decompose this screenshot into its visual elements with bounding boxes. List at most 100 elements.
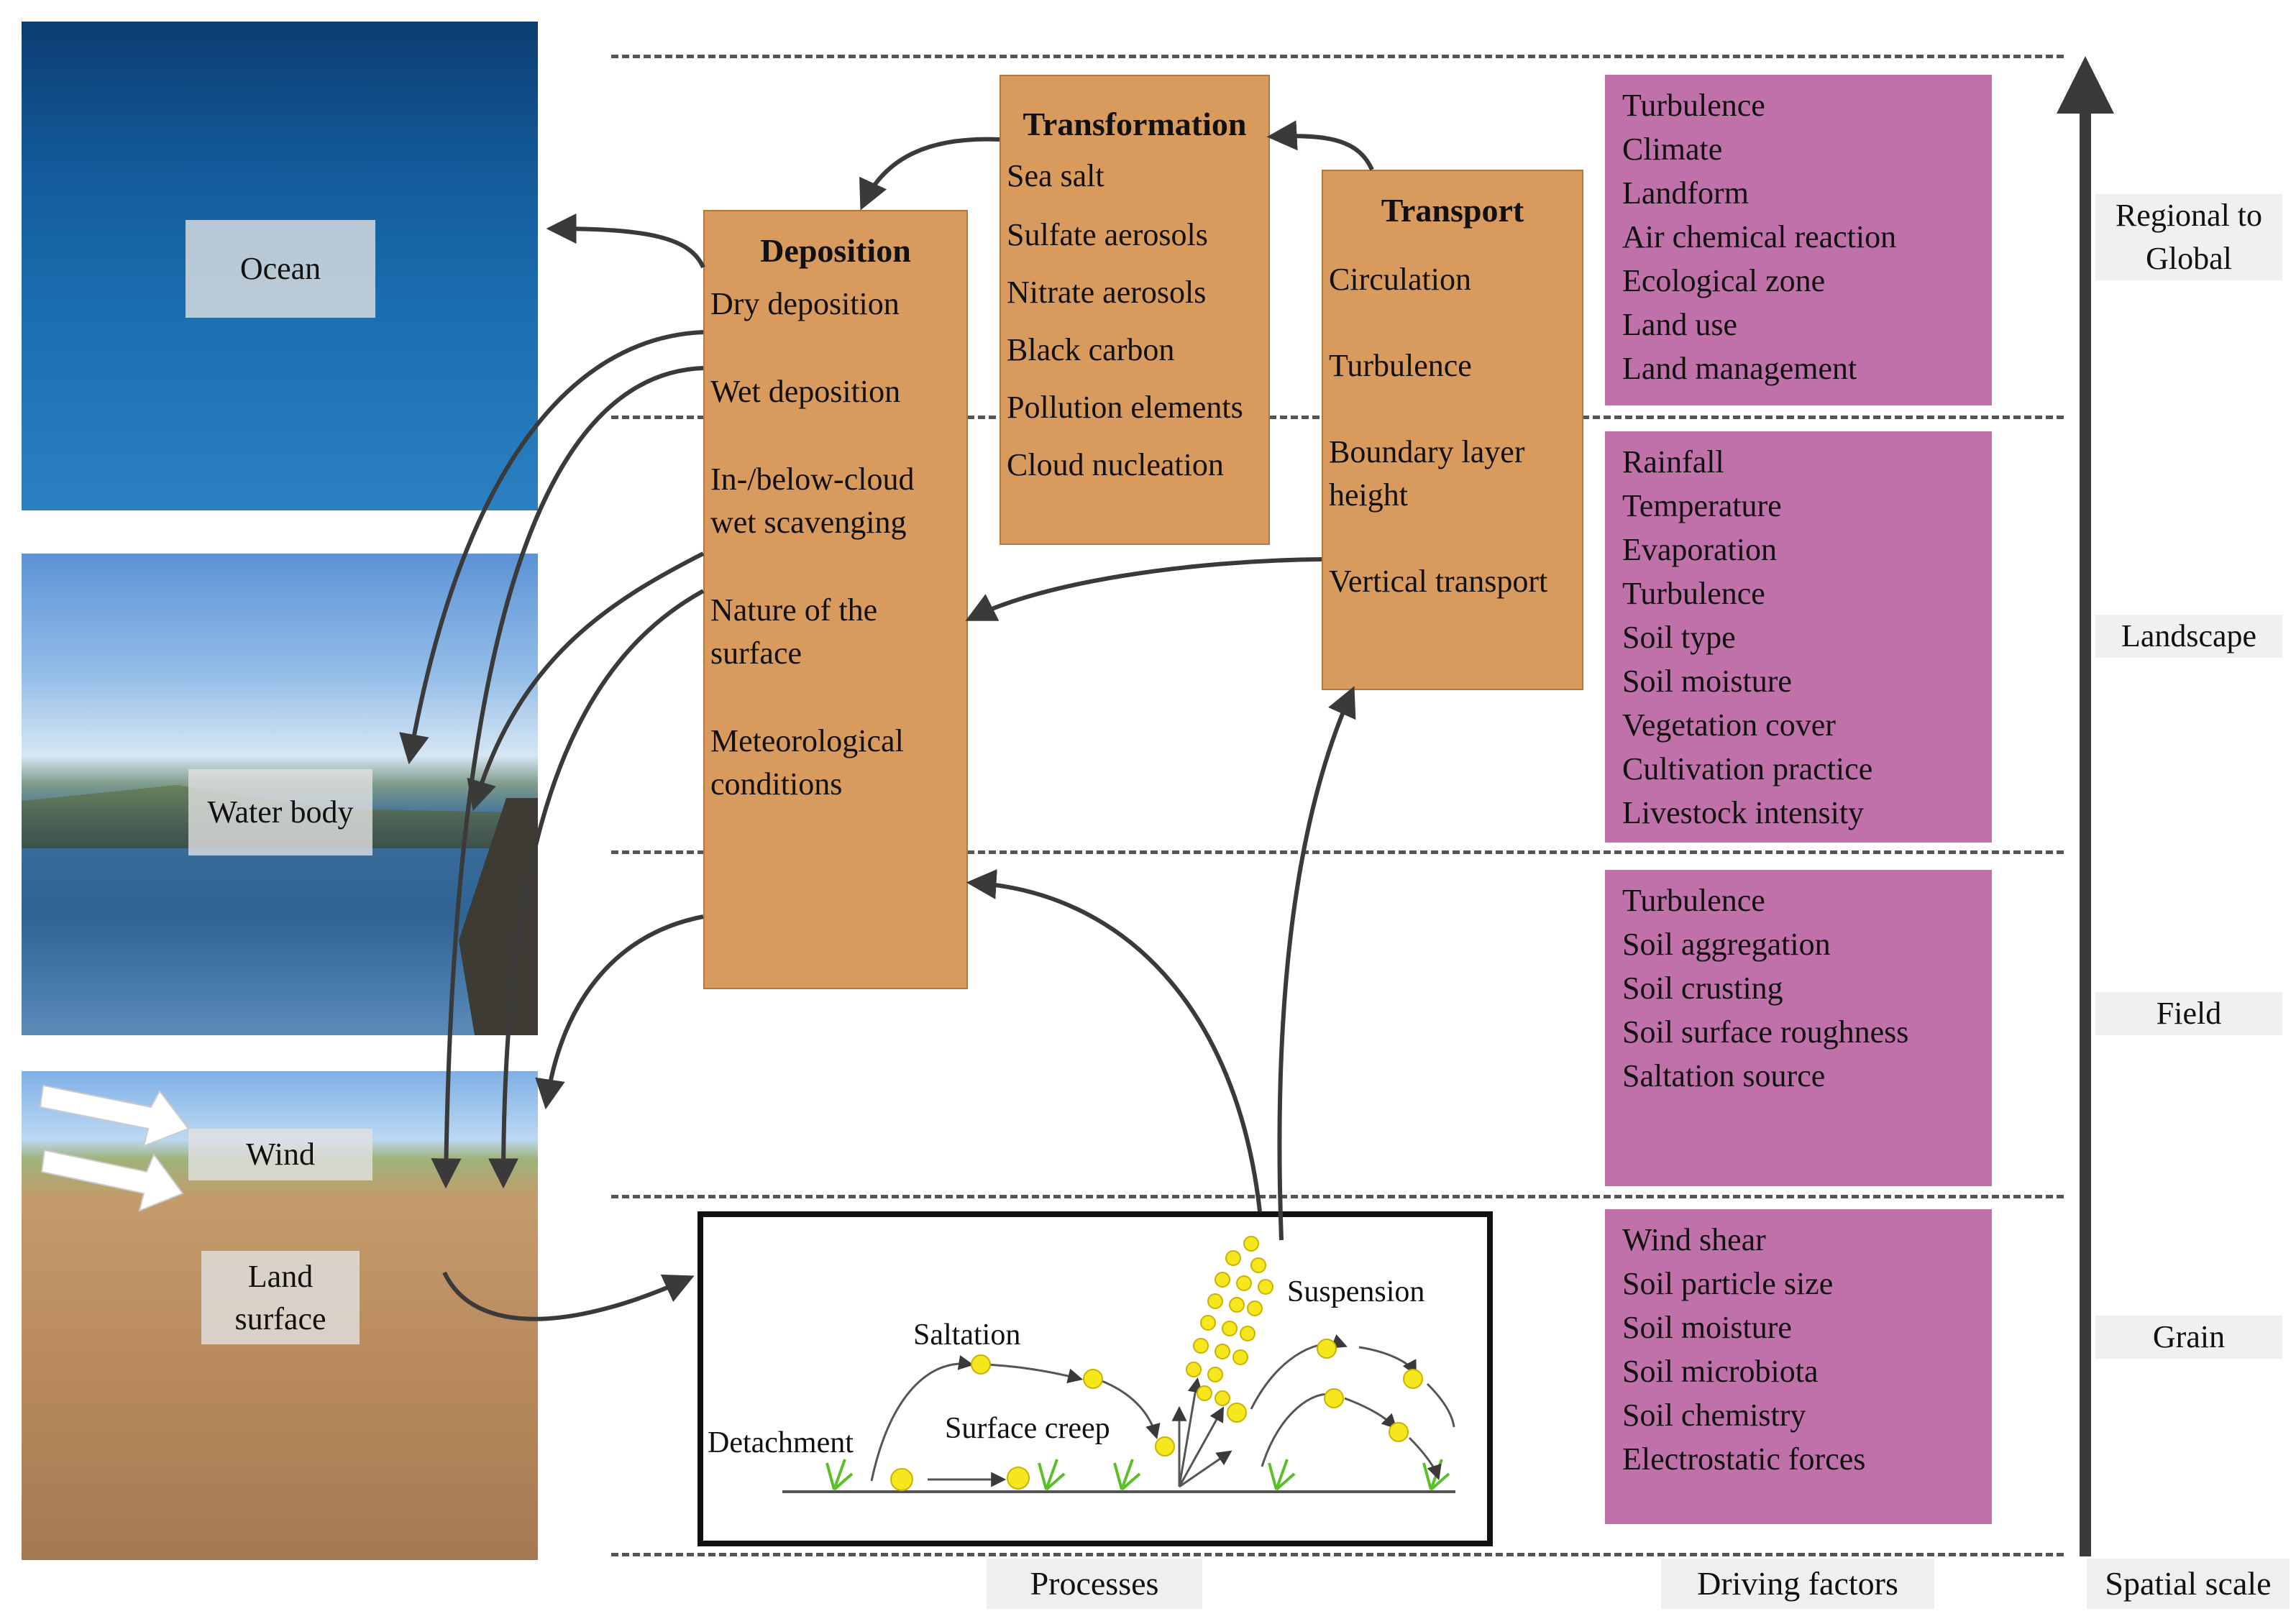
driving-factors-landscape: Rainfall Temperature Evaporation Turbule… bbox=[1605, 431, 1992, 843]
deposition-item: conditions bbox=[710, 766, 843, 802]
water-body-label: Water body bbox=[188, 769, 372, 855]
wind-arrow-icon bbox=[39, 1084, 190, 1147]
factor-item: Soil moisture bbox=[1622, 1310, 1792, 1345]
processes-axis-label: Processes bbox=[987, 1559, 1202, 1609]
particle bbox=[1403, 1369, 1423, 1389]
particle bbox=[1229, 1297, 1245, 1313]
driving-factors-axis-label: Driving factors bbox=[1661, 1559, 1934, 1609]
saltation-path bbox=[1099, 1379, 1161, 1440]
transport-title: Transport bbox=[1381, 192, 1524, 229]
particle bbox=[1250, 1257, 1266, 1273]
particle bbox=[1197, 1385, 1212, 1401]
deposition-item: Nature of the bbox=[710, 592, 878, 628]
particle bbox=[1207, 1367, 1223, 1382]
particle bbox=[971, 1354, 991, 1375]
arrow-wet-deposition-to-land bbox=[431, 366, 704, 1189]
factor-item: Temperature bbox=[1622, 488, 1782, 523]
transport-item: Circulation bbox=[1329, 262, 1471, 297]
factor-item: Turbulence bbox=[1622, 88, 1765, 123]
suspension-label: Suspension bbox=[1287, 1275, 1425, 1308]
factor-item: Electrostatic forces bbox=[1622, 1441, 1866, 1477]
particle bbox=[1083, 1369, 1103, 1389]
arrow-transport-to-deposition bbox=[965, 557, 1322, 621]
surface-creep-label: Surface creep bbox=[945, 1412, 1110, 1445]
factor-item: Rainfall bbox=[1622, 444, 1724, 480]
deposition-item: Wet deposition bbox=[710, 374, 901, 409]
detachment-label: Detachment bbox=[708, 1426, 854, 1459]
ocean-photo: Ocean bbox=[22, 22, 538, 510]
transport-item: Boundary layer bbox=[1329, 434, 1525, 469]
particle bbox=[1215, 1390, 1230, 1406]
factor-item: Air chemical reaction bbox=[1622, 219, 1897, 254]
transport-item: Vertical transport bbox=[1329, 564, 1548, 599]
saltation-path bbox=[983, 1363, 1084, 1384]
land-surface-photo: Wind Land surface bbox=[22, 1071, 538, 1560]
grass-icon bbox=[1268, 1459, 1296, 1491]
deposition-item: wet scavenging bbox=[710, 505, 907, 540]
transport-box: Transport Circulation Turbulence Boundar… bbox=[1322, 170, 1583, 690]
driving-factors-grain: Wind shear Soil particle size Soil moist… bbox=[1605, 1209, 1992, 1524]
scale-landscape-label: Landscape bbox=[2095, 615, 2282, 658]
particle bbox=[1225, 1250, 1241, 1266]
deposition-item: In-/below-cloud bbox=[710, 462, 915, 497]
scale-grain-label: Grain bbox=[2095, 1316, 2282, 1359]
deposition-title: Deposition bbox=[760, 232, 911, 269]
particle bbox=[1324, 1388, 1344, 1408]
factor-item: Turbulence bbox=[1622, 883, 1765, 918]
arrow-transformation-to-deposition bbox=[859, 137, 1000, 211]
saltation-label: Saltation bbox=[913, 1318, 1021, 1352]
particle bbox=[1193, 1338, 1209, 1354]
transformation-title: Transformation bbox=[1023, 106, 1247, 142]
spatial-scale-axis-label: Spatial scale bbox=[2087, 1559, 2290, 1609]
factor-item: Soil chemistry bbox=[1622, 1398, 1806, 1433]
land-surface-label-line1: Land bbox=[247, 1258, 314, 1294]
scale-regional-line2: Global bbox=[2146, 241, 2232, 276]
arrow-surface-to-land bbox=[488, 589, 705, 1189]
factor-item: Soil aggregation bbox=[1622, 927, 1831, 962]
splash-path bbox=[1179, 1450, 1232, 1488]
factor-item: Soil surface roughness bbox=[1622, 1014, 1909, 1050]
transport-item: Turbulence bbox=[1329, 348, 1472, 383]
saltation-path bbox=[1344, 1397, 1397, 1429]
factor-item: Vegetation cover bbox=[1622, 707, 1836, 743]
particle bbox=[1317, 1339, 1337, 1359]
particle bbox=[1215, 1272, 1230, 1288]
factor-item: Soil particle size bbox=[1622, 1266, 1834, 1301]
saltation-path bbox=[1261, 1393, 1331, 1467]
transformation-item: Sea salt bbox=[1007, 158, 1104, 193]
factor-item: Wind shear bbox=[1622, 1222, 1766, 1257]
particle bbox=[1222, 1321, 1238, 1336]
arrow-transport-to-transformation bbox=[1266, 120, 1374, 171]
particle bbox=[1200, 1315, 1216, 1331]
arrow-dry-deposition-to-water bbox=[399, 330, 704, 765]
transformation-box: Transformation Sea salt Sulfate aerosols… bbox=[1000, 75, 1270, 545]
factor-item: Land management bbox=[1622, 351, 1857, 386]
particle bbox=[1215, 1344, 1230, 1359]
water-body-photo: Water body bbox=[22, 554, 538, 1035]
factor-item: Turbulence bbox=[1622, 576, 1765, 611]
grass-icon bbox=[1113, 1459, 1141, 1491]
particle bbox=[1207, 1293, 1223, 1309]
scale-divider-3 bbox=[611, 850, 2064, 854]
saltation-path bbox=[1250, 1334, 1348, 1410]
scale-divider-5 bbox=[611, 1553, 2064, 1556]
arrow-suspension-to-transport bbox=[1277, 686, 1356, 1241]
saltation-path bbox=[870, 1354, 974, 1482]
transformation-item: Pollution elements bbox=[1007, 390, 1243, 425]
arrow-deposition-to-ocean bbox=[546, 214, 705, 269]
deposition-box: Deposition Dry deposition Wet deposition… bbox=[703, 210, 968, 989]
particle bbox=[1155, 1436, 1175, 1456]
land-surface-label: Land surface bbox=[201, 1251, 360, 1344]
transport-item: height bbox=[1329, 477, 1408, 513]
particle bbox=[1247, 1300, 1263, 1316]
arrow-deposition-to-land bbox=[535, 914, 704, 1110]
land-surface-label-line2: surface bbox=[234, 1301, 326, 1336]
factor-item: Saltation source bbox=[1622, 1058, 1826, 1093]
factor-item: Soil crusting bbox=[1622, 971, 1783, 1006]
arrow-scavenging-to-water bbox=[467, 551, 705, 812]
splash-path bbox=[1178, 1406, 1225, 1487]
saltation-path bbox=[1408, 1436, 1442, 1480]
particle bbox=[890, 1468, 913, 1491]
factor-item: Soil moisture bbox=[1622, 664, 1792, 699]
